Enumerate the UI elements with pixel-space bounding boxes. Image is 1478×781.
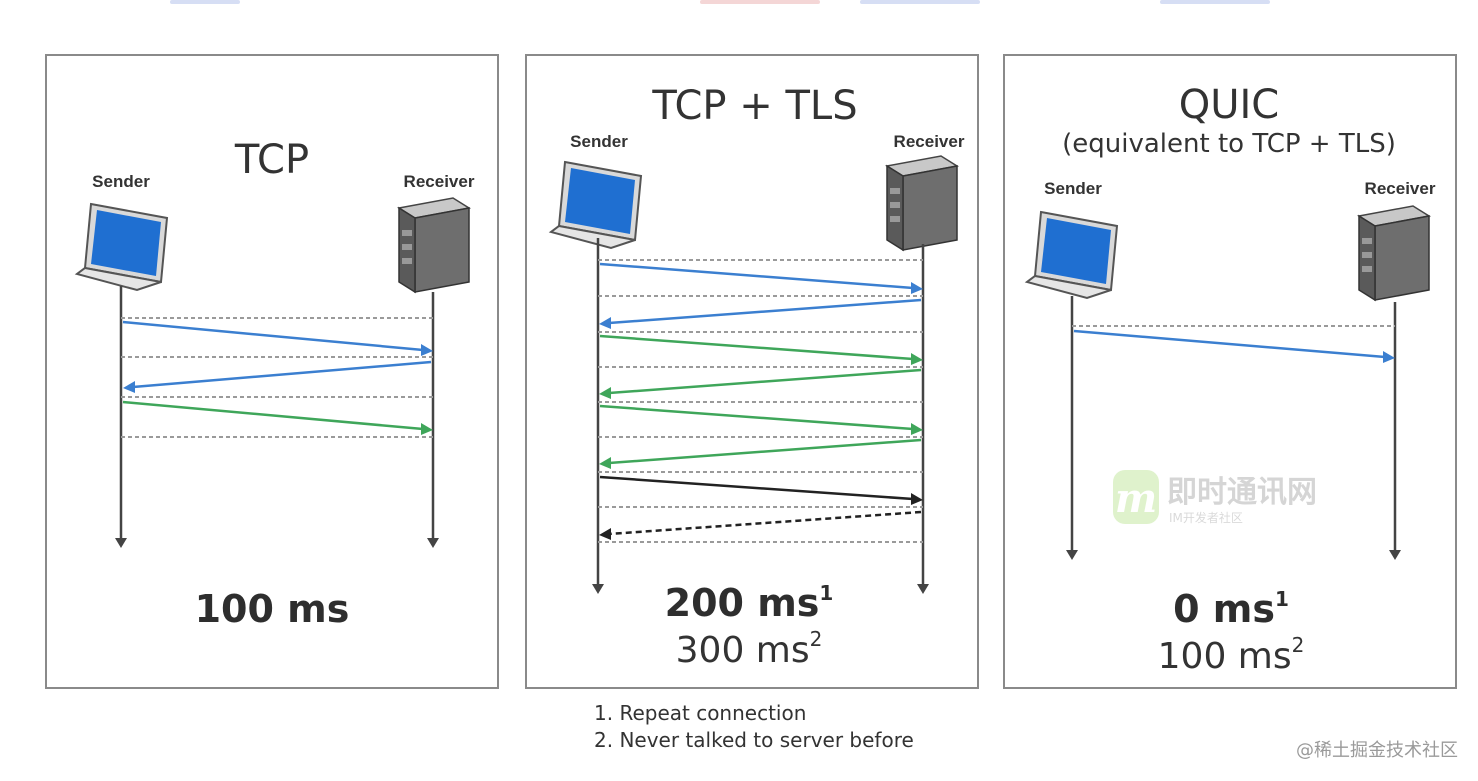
syn-ack-arrow	[132, 360, 432, 389]
timeline-arrowhead	[917, 584, 929, 594]
receiver-label: Receiver	[404, 172, 475, 191]
server-icon	[1356, 205, 1432, 302]
request-arrow	[599, 475, 914, 501]
credit-text: @稀土掘金技术社区	[1296, 740, 1458, 761]
timing-secondary: 100 ms2	[1158, 633, 1305, 677]
response-arrow	[608, 510, 922, 536]
top-strip	[0, 0, 1478, 6]
server-icon	[884, 155, 960, 252]
timing-primary: 100 ms	[195, 587, 350, 631]
panel-title: TCP + TLS	[651, 83, 857, 129]
server-icon	[396, 197, 472, 294]
laptop-icon	[1024, 210, 1119, 300]
round-trip-dividers	[598, 259, 923, 543]
panel-tcp-tls: TCP + TLS Sender Receiver	[525, 54, 979, 689]
message-arrows	[122, 320, 433, 435]
timing-primary: 200 ms1	[665, 581, 834, 625]
timing-secondary: 300 ms2	[676, 627, 823, 671]
sender-label: Sender	[92, 172, 150, 191]
timeline-arrowhead	[115, 538, 127, 548]
sender-label: Sender	[1044, 179, 1102, 198]
syn-ack-arrow	[608, 298, 922, 325]
receiver-label: Receiver	[1365, 179, 1436, 198]
message-arrows	[599, 262, 923, 540]
syn-arrow	[599, 262, 914, 290]
panel-tcp: TCP Sender Receiver	[45, 54, 499, 689]
receiver-label: Receiver	[894, 132, 965, 151]
watermark-tagline: IM开发者社区	[1169, 510, 1243, 525]
panel-tcp-tls-diagram: TCP + TLS Sender Receiver	[548, 83, 965, 671]
client-hello-arrow	[599, 334, 914, 361]
laptop-icon	[548, 160, 643, 250]
server-hello-arrow	[608, 368, 922, 395]
sender-label: Sender	[570, 132, 628, 151]
timing-primary: 0 ms1	[1173, 587, 1289, 631]
laptop-icon	[74, 202, 169, 292]
data-arrow	[122, 400, 424, 431]
panel-quic: QUIC (equivalent to TCP + TLS) Sender Re…	[1003, 54, 1457, 689]
footnote-repeat-connection: 1. Repeat connection	[594, 701, 807, 725]
syn-arrow	[122, 320, 424, 352]
initial-packet-arrow	[1073, 329, 1386, 359]
panel-title: QUIC	[1179, 82, 1280, 128]
panel-quic-diagram: QUIC (equivalent to TCP + TLS) Sender Re…	[1024, 82, 1436, 677]
panel-title: TCP	[234, 137, 309, 183]
watermark: m 即时通讯网 IM开发者社区	[1113, 470, 1317, 525]
timeline-arrowhead	[1389, 550, 1401, 560]
timeline-arrowhead	[1066, 550, 1078, 560]
timeline-arrowhead	[592, 584, 604, 594]
finished-arrow	[608, 438, 922, 465]
footnote-never-talked: 2. Never talked to server before	[594, 728, 914, 752]
panel-subtitle: (equivalent to TCP + TLS)	[1062, 129, 1396, 159]
watermark-brand: 即时通讯网	[1167, 475, 1317, 510]
timeline-arrowhead	[427, 538, 439, 548]
panel-tcp-diagram: TCP Sender Receiver	[74, 137, 475, 631]
round-trip-dividers	[121, 317, 433, 438]
key-exchange-arrow	[599, 404, 914, 431]
message-arrows	[1073, 329, 1395, 363]
svg-text:m: m	[1115, 475, 1157, 522]
watermark-logo-icon	[1113, 470, 1159, 524]
